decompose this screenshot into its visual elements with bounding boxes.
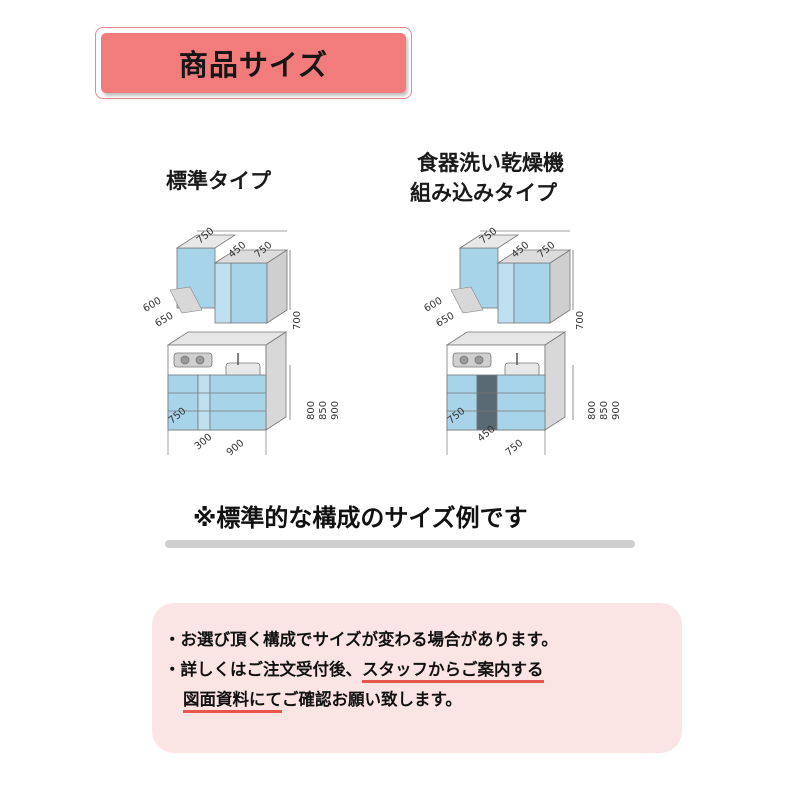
size-example-note: ※標準的な構成のサイズ例です (193, 504, 528, 532)
info-line-3-highlight: 図面資料にて (183, 690, 282, 713)
dim-lower-2: 900 (225, 438, 247, 459)
dim-depth-1: 600 (422, 296, 444, 315)
dim-height-3: 900 (330, 401, 341, 420)
dim-height-3: 900 (611, 401, 622, 420)
dim-height-1: 800 (306, 401, 317, 420)
dishwasher-kitchen-diagram: 750 450 750 700 600 650 800 850 900 750 … (422, 226, 622, 459)
dim-height-1: 800 (587, 401, 598, 420)
upper-cabinets (458, 234, 572, 324)
standard-type-label: 標準タイプ (166, 169, 271, 193)
dim-depth-1: 600 (141, 296, 163, 315)
info-line-2-plain: ・詳しくはご注文受付後、 (164, 660, 362, 679)
divider-bar (165, 540, 635, 548)
info-line-2: ・詳しくはご注文受付後、スタッフからご案内する (164, 656, 544, 683)
info-line-1: ・お選び頂く構成でサイズが変わる場合があります。 (164, 630, 558, 649)
dim-upper-height: 700 (575, 311, 586, 330)
dishwasher-type-label-line1: 食器洗い乾燥機 (417, 151, 564, 175)
dim-depth-2: 650 (153, 311, 175, 330)
dim-lower-3: 750 (504, 438, 526, 459)
range-hood (450, 286, 484, 314)
base-cabinet (166, 331, 288, 431)
upper-cabinets (175, 234, 289, 324)
dim-upper-height: 700 (292, 311, 303, 330)
dim-lower-3: 300 (193, 432, 215, 453)
info-line-3-plain: ご確認お願い致します。 (282, 690, 462, 709)
info-box (152, 603, 682, 753)
standard-kitchen-diagram: 750 450 750 700 600 650 800 850 900 750 … (141, 226, 341, 459)
dim-depth-2: 650 (434, 311, 456, 330)
title-banner: 商品サイズ (101, 33, 406, 93)
dishwasher-type-label-line2: 組み込みタイプ (410, 181, 557, 205)
dim-height-2: 850 (599, 401, 610, 420)
title-box: 商品サイズ (95, 27, 412, 99)
range-hood (169, 286, 203, 314)
dim-height-2: 850 (318, 401, 329, 420)
page-title: 商品サイズ (178, 48, 329, 82)
base-cabinet (445, 331, 567, 431)
info-line-2-highlight: スタッフからご案内する (362, 660, 544, 683)
info-line-3: 図面資料にてご確認お願い致します。 (183, 686, 462, 713)
